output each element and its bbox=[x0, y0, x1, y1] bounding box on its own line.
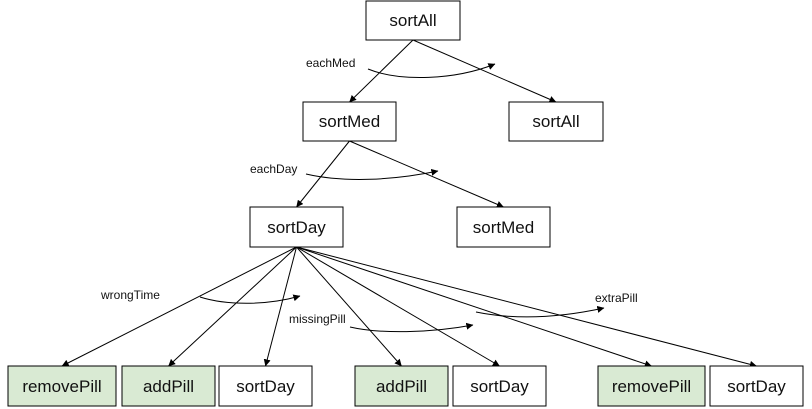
iteration-wrong-time: wrongTime bbox=[100, 288, 301, 304]
node-label: sortDay bbox=[727, 377, 786, 396]
node-sort-med: sortMed bbox=[302, 101, 397, 142]
node-label: sortDay bbox=[267, 218, 326, 237]
node-box bbox=[249, 206, 344, 248]
node-box bbox=[7, 365, 117, 407]
node-sort-all-recursive: sortAll bbox=[508, 101, 604, 142]
each-med-curve bbox=[367, 63, 496, 79]
missing-pill-curve bbox=[349, 322, 474, 333]
edge-n1-n3 bbox=[296, 140, 350, 208]
node-label: sortDay bbox=[470, 377, 529, 396]
node-box bbox=[354, 365, 449, 407]
edge-n3-n9 bbox=[296, 246, 500, 367]
node-sort-day: sortDay bbox=[249, 206, 344, 248]
edge-n3-n6 bbox=[168, 246, 297, 367]
wrong-time-label: wrongTime bbox=[100, 288, 160, 302]
edge-n3-n10 bbox=[296, 246, 652, 368]
node-sort-day-2: sortDay bbox=[452, 365, 547, 407]
edges-layer bbox=[61, 39, 757, 368]
edge-n0-n1 bbox=[349, 39, 414, 103]
node-label: addPill bbox=[376, 377, 427, 396]
iteration-each-med: eachMed bbox=[306, 56, 496, 79]
node-sort-all-root: sortAll bbox=[365, 0, 461, 41]
edge-n1-n4 bbox=[349, 140, 504, 208]
node-label: sortAll bbox=[389, 11, 436, 30]
missing-pill-label: missingPill bbox=[289, 312, 346, 326]
each-day-curve bbox=[305, 168, 439, 180]
node-box bbox=[709, 365, 804, 407]
node-label: sortAll bbox=[532, 112, 579, 131]
each-day-label: eachDay bbox=[250, 162, 297, 176]
edge-n0-n2 bbox=[412, 39, 557, 103]
node-remove-pill-2: removePill bbox=[597, 365, 706, 407]
node-label: sortMed bbox=[319, 112, 380, 131]
each-med-label: eachMed bbox=[306, 56, 355, 70]
node-box bbox=[218, 365, 313, 407]
node-label: sortDay bbox=[236, 377, 295, 396]
iteration-each-day: eachDay bbox=[250, 162, 439, 180]
node-box bbox=[302, 101, 397, 142]
node-box bbox=[452, 365, 547, 407]
extra-pill-label: extraPill bbox=[595, 291, 638, 305]
node-remove-pill-1: removePill bbox=[7, 365, 117, 407]
node-box bbox=[456, 206, 551, 248]
node-add-pill-1: addPill bbox=[121, 365, 216, 407]
nodes-layer: sortAll sortMed sortAll sortDay sortMed … bbox=[7, 0, 804, 407]
node-add-pill-2: addPill bbox=[354, 365, 449, 407]
node-sort-day-1: sortDay bbox=[218, 365, 313, 407]
iteration-extra-pill: extraPill bbox=[475, 291, 638, 318]
node-box bbox=[365, 0, 461, 41]
node-label: sortMed bbox=[473, 218, 534, 237]
node-box bbox=[508, 101, 604, 142]
iteration-missing-pill: missingPill bbox=[289, 312, 474, 333]
node-label: removePill bbox=[612, 377, 691, 396]
node-label: addPill bbox=[143, 377, 194, 396]
node-label: removePill bbox=[22, 377, 101, 396]
iteration-annotations: eachMed eachDay wrongTime missingPill ex… bbox=[100, 56, 638, 333]
extra-pill-curve bbox=[475, 305, 605, 318]
edge-n3-n5 bbox=[61, 246, 297, 367]
node-box bbox=[121, 365, 216, 407]
node-sort-med-recursive: sortMed bbox=[456, 206, 551, 248]
wrong-time-curve bbox=[199, 294, 301, 304]
edge-n3-n11 bbox=[296, 246, 757, 368]
node-sort-day-3: sortDay bbox=[709, 365, 804, 407]
node-box bbox=[597, 365, 706, 407]
edge-n3-n8 bbox=[296, 246, 402, 367]
edge-n3-n7 bbox=[263, 246, 297, 367]
